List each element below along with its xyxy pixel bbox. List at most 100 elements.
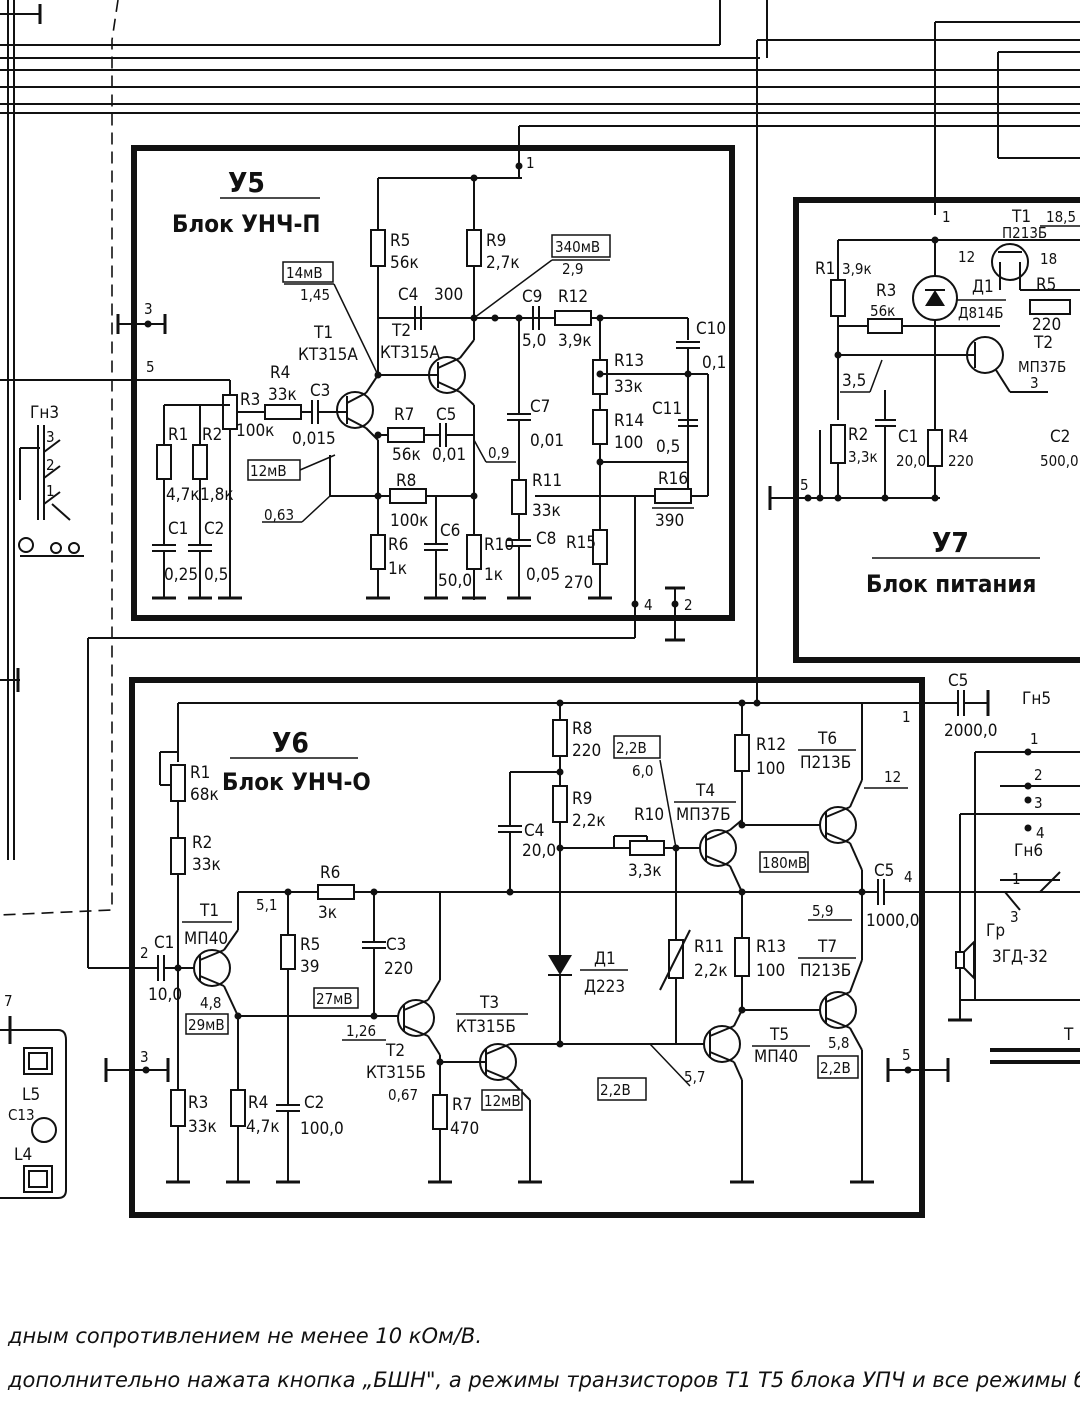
label-u6-transistors-0-ref: T1	[199, 901, 219, 921]
label-external-pin3b: 3	[1010, 908, 1019, 926]
label-u6-resistors-7-val: 220	[572, 741, 601, 761]
label-u6-resistors-5-val: 3к	[318, 903, 337, 923]
label-u6-resistors-3-ref: R4	[248, 1093, 268, 1113]
label-u5-capacitors-2-ref: C3	[310, 381, 330, 401]
label-u6-resistors-4-val: 39	[300, 957, 319, 977]
label-u7-voltages-v3: 18	[1040, 250, 1057, 268]
label-u6-resistors-6-val: 470	[450, 1119, 479, 1139]
label-u5-resistors-12-ref: R13	[614, 351, 644, 371]
label-u6-voltages-v5: 1,26	[346, 1022, 376, 1040]
label-u5-resistors-3-ref: R4	[270, 363, 290, 383]
label-u5-resistors-8-val: 2,7к	[486, 253, 520, 273]
label-u7-voltages-v5: 3	[1030, 374, 1039, 392]
label-u6-transistors-2-type: КТ315Б	[456, 1017, 516, 1037]
label-u5-transistors-0-ref: T1	[313, 323, 333, 343]
label-u5-resistors-2-ref: R3	[240, 390, 260, 410]
label-u6-transistors-1-ref: T2	[385, 1041, 405, 1061]
label-u5-capacitors-5-val: 50,0	[438, 571, 472, 591]
label-u6-transistors-2-ref: T3	[479, 993, 499, 1013]
label-external-cap_c13: C13	[8, 1106, 35, 1124]
label-u7-pins-p1: 1	[942, 208, 951, 226]
label-u5-resistors-7-val: 100к	[390, 511, 428, 531]
label-u6-resistors-11-val: 100	[756, 759, 785, 779]
label-u6-voltages-v3: 29мВ	[188, 1016, 225, 1034]
label-u6-resistors-1-ref: R2	[192, 833, 212, 853]
label-u6-resistors-5-ref: R6	[320, 863, 340, 883]
label-u6-transistors-5-ref: T6	[817, 729, 837, 749]
label-u5-resistors-8-ref: R9	[486, 231, 506, 251]
label-u6-transistors-6-type: П213Б	[800, 961, 851, 981]
label-u6-transistors-5-type: П213Б	[800, 753, 851, 773]
label-u5-resistors-14-val: 270	[564, 573, 593, 593]
label-u5-capacitors-1-val: 0,5	[204, 565, 228, 585]
label-u5-voltages-v5: 340мВ	[555, 238, 600, 256]
label-u5-pins-p2: 2	[684, 596, 693, 614]
label-u6-resistors-4-ref: R5	[300, 935, 320, 955]
label-u6-transistors-1-type: КТ315Б	[366, 1063, 426, 1083]
label-u7-diode-type: Д814Б	[958, 304, 1004, 322]
label-external-speaker_type: 3ГД-32	[992, 947, 1048, 967]
label-u6-diode-type: Д223	[584, 977, 625, 997]
label-u6-pins-p1: 1	[902, 708, 911, 726]
label-u6-voltages-v10: 180мВ	[762, 854, 807, 872]
label-u6-resistors-3-val: 4,7к	[246, 1117, 280, 1137]
label-external-gn3: Гн3	[30, 403, 59, 423]
label-u5-capacitors-9-val: 0,1	[702, 353, 726, 373]
label-u6-resistors-0-ref: R1	[190, 763, 210, 783]
label-u5-resistors-4-ref: R5	[390, 231, 410, 251]
label-u5-resistors-2-val: 100к	[236, 421, 274, 441]
label-u5-pins-p5: 5	[146, 358, 155, 376]
label-u5-capacitors-3-val: 300	[434, 285, 463, 305]
label-u5-resistors-7-ref: R8	[396, 471, 416, 491]
label-u5-capacitors-8-val: 5,0	[522, 331, 546, 351]
label-u5-resistors-13-ref: R14	[614, 411, 644, 431]
label-external-c5_val: 2000,0	[944, 721, 998, 741]
label-u6-transistors-6-ref: T7	[817, 937, 837, 957]
label-u6-pins-p3: 3	[140, 1048, 149, 1066]
label-u6-capacitors-1-ref: C2	[304, 1093, 324, 1113]
label-u6-transistors-4-ref: T5	[769, 1025, 789, 1045]
label-u5-resistors-6-val: 56к	[392, 445, 421, 465]
label-u6-resistors-2-val: 33к	[188, 1117, 217, 1137]
footnote-line-1: дным сопротивлением не менее 10 кОм/В.	[8, 1324, 483, 1348]
label-u6-resistors-12-ref: R13	[756, 937, 786, 957]
label-u7-capacitors-1-val: 500,0	[1040, 452, 1079, 470]
label-u7-resistors-1-val: 3,3к	[848, 448, 878, 466]
label-u5-resistors-6-ref: R7	[394, 405, 414, 425]
label-u7-capacitors-1-ref: C2	[1050, 427, 1070, 447]
label-u6-voltages-v15: 5,8	[828, 1034, 849, 1052]
label-external-coil_l4: L4	[14, 1145, 32, 1165]
label-u7-resistors-4-val: 220	[1032, 315, 1061, 335]
label-u6-voltages-v1: 5,1	[256, 896, 277, 914]
label-external-pin1b: 1	[1012, 870, 1021, 888]
label-u7-transistors-0-ref: T1	[1011, 207, 1031, 227]
label-u6-voltages-v7: 12мВ	[484, 1092, 521, 1110]
label-u5-transistors-1-ref: T2	[391, 321, 411, 341]
label-u5-capacitors-7-ref: C8	[536, 529, 556, 549]
label-u7-transistors-1-type: МП37Б	[1018, 358, 1066, 376]
label-u7-voltages-v1: 18,5	[1046, 208, 1076, 226]
label-u7-resistors-0-ref: R1	[815, 259, 835, 279]
label-u6-resistors-10-val: 2,2к	[694, 961, 728, 981]
label-u6-diode-ref: Д1	[594, 949, 616, 969]
label-u5-resistors-11-val: 3,9к	[558, 331, 592, 351]
label-u6-voltages-v9: 6,0	[632, 762, 653, 780]
label-external-gn6: Гн6	[1014, 841, 1043, 861]
label-external-pin7: 7	[4, 992, 13, 1010]
label-blocks-u7-title: Блок питания	[866, 570, 1036, 598]
label-external-pin4: 4	[1036, 824, 1045, 842]
label-u5-voltages-v3: 12мВ	[250, 462, 287, 480]
label-u7-resistors-2-val: 56к	[870, 302, 895, 320]
label-u5-resistors-0-val: 4,7к	[166, 485, 200, 505]
label-u7-resistors-1-ref: R2	[848, 425, 868, 445]
label-u5-voltages-v6: 2,9	[562, 260, 583, 278]
label-u6-pins-p5: 5	[902, 1046, 911, 1064]
label-u6-resistors-2-ref: R3	[188, 1093, 208, 1113]
label-u6-capacitors-3-val: 20,0	[522, 841, 556, 861]
label-blocks-u6-id: У6	[272, 726, 309, 759]
label-u5-capacitors-8-ref: C9	[522, 287, 542, 307]
label-u6-transistors-0-type: МП40	[184, 929, 228, 949]
label-u5-resistors-5-ref: R6	[388, 535, 408, 555]
block-u5: У5 Блок УНЧ-П 1 R5 56к R9 2,7к C4 300 C9…	[0, 145, 735, 968]
